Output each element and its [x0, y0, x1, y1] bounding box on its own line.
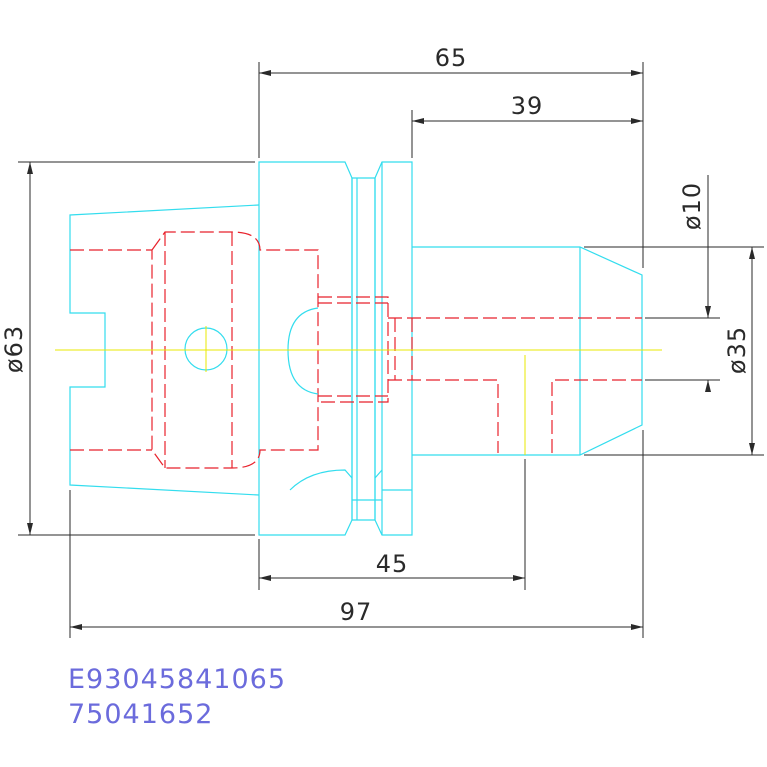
shaft-bore: [388, 317, 642, 453]
dim-label-10: ø10: [678, 182, 706, 230]
centerlines: [55, 326, 662, 455]
flange-ring: [374, 161, 413, 536]
dim-label-65: 65: [435, 44, 468, 72]
flange-lower-detail: [289, 469, 412, 501]
shank-bore: [70, 249, 152, 451]
shaft-outline: [412, 246, 643, 456]
shank-pocket: [151, 231, 319, 469]
dim-label-63: ø63: [0, 325, 28, 373]
dim-label-39: 39: [511, 92, 544, 120]
flange-groove: [351, 177, 376, 521]
part-outline: [69, 161, 643, 536]
dim-label-45: 45: [376, 550, 409, 578]
bore-arc: [287, 307, 319, 395]
part-code-line1: E93045841065: [68, 664, 286, 695]
through-bore-inner: [318, 302, 388, 397]
dim-label-35: ø35: [723, 326, 751, 374]
dim-label-97: 97: [340, 598, 373, 626]
shaft-bore-step: [394, 318, 413, 380]
part-code-line2: 75041652: [68, 699, 213, 730]
dimensions: [18, 62, 764, 638]
